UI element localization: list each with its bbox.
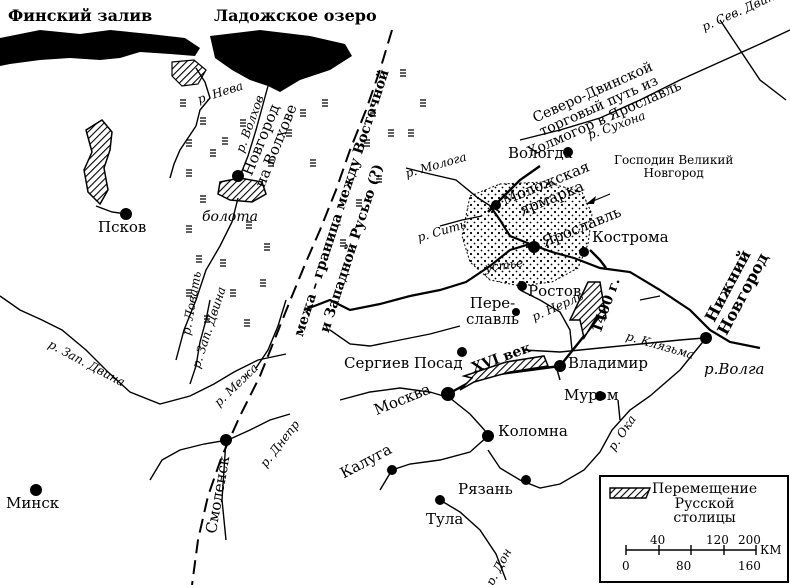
city-minsk: Минск [6,494,60,512]
scale-bottom-160: 160 [738,559,761,573]
lake-ilmen [217,177,267,203]
label-bolota: болота [202,209,258,225]
city-rostov: Ростов [528,282,582,300]
gulf-of-finland [0,30,200,66]
city-ryazan: Рязань [458,480,513,498]
arrow-1400 [568,281,607,340]
city-vladimir: Владимир [568,354,648,372]
city-vologda: Вологда [508,144,573,162]
label-gospodin: Господин Великий Новгород [614,153,734,180]
city-sergiev: Сергиев Посад [344,354,463,372]
city-pskov: Псков [98,218,147,236]
scale-top-200: 200 [738,533,761,547]
river-volga: р.Волга [704,360,765,378]
coastal-marsh [171,59,207,87]
legend-title: Перемещение Русской столицы [652,481,758,527]
scale-unit: КМ [760,543,782,557]
city-kolomna: Коломна [498,422,568,440]
city-pereslavl: Пере- славль [466,294,520,328]
scale-top-120: 120 [706,533,729,547]
city-tula: Тула [426,510,464,528]
city-murom: Муром [564,386,619,404]
lake-peipus [83,119,113,206]
ladoga-label: Ладожское озеро [214,6,377,25]
scale-bottom-80: 80 [676,559,692,573]
scale-bottom-0: 0 [622,559,630,573]
arrow-xvi [459,355,550,391]
city-kostroma: Кострома [592,228,669,246]
border-line [191,29,393,585]
gulf-label: Финский залив [8,6,153,25]
scale-top-40: 40 [650,533,666,547]
lake-ladoga [210,30,352,92]
